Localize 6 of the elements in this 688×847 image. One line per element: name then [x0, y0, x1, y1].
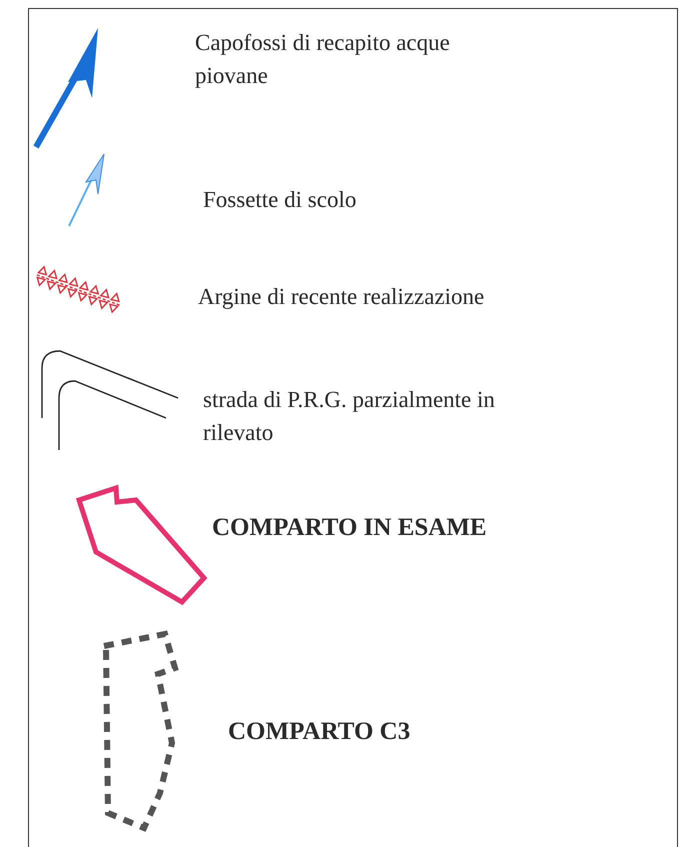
legend-text: COMPARTO IN ESAME — [212, 513, 488, 543]
legend-text: strada di P.R.G. parzialmente in rilevato — [203, 386, 496, 448]
legend-text: Capofossi di recapito acque piovane — [195, 29, 451, 90]
legend-text: Argine di recente realizzazione — [198, 283, 486, 311]
legend-text: COMPARTO C3 — [228, 717, 412, 747]
legend-text: Fossette di scolo — [203, 186, 358, 214]
